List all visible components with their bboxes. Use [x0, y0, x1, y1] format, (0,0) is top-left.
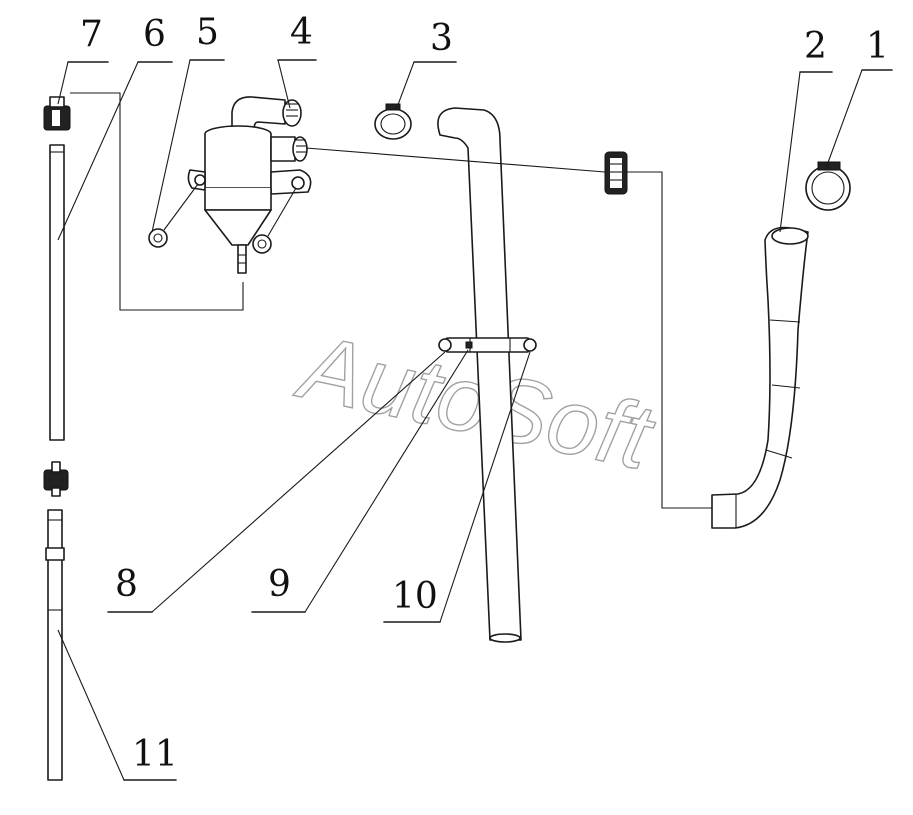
part-3-clamp-ring: [374, 103, 412, 140]
callout-8: 8: [115, 564, 138, 605]
part-6-upper-pipe: [49, 144, 65, 441]
callout-9: 9: [268, 564, 291, 605]
middle-clamp: [43, 461, 69, 497]
callout-3: 3: [430, 18, 453, 59]
callout-6: 6: [143, 14, 166, 55]
part-7-clamp-top: [43, 96, 71, 131]
callout-4: 4: [290, 12, 313, 53]
callout-11: 11: [132, 734, 178, 775]
callout-1: 1: [866, 26, 889, 67]
coupling-ring: [604, 151, 628, 195]
part-11-lower-pipe: [45, 509, 65, 781]
part-2-curved-hose: [711, 226, 809, 529]
routing-line-left: [70, 92, 244, 311]
callout-7: 7: [80, 14, 103, 55]
part-8-9-10-clamp-assembly: [438, 337, 537, 353]
callout-5: 5: [196, 12, 219, 53]
routing-line-top: [305, 147, 606, 173]
routing-line-right: [627, 171, 712, 509]
callout-10: 10: [392, 576, 438, 617]
leader-lines: [57, 59, 893, 781]
center-vertical-hose: [437, 107, 522, 643]
part-1-hose-clamp: [805, 161, 851, 211]
callout-labels: 7 6 5 4 3 2 1 8 9 10 11: [80, 12, 889, 775]
callout-2: 2: [804, 26, 827, 67]
part-4-separator: [187, 96, 312, 274]
part-5-nut-left: [148, 228, 168, 248]
part-5-nut-right: [252, 234, 272, 254]
